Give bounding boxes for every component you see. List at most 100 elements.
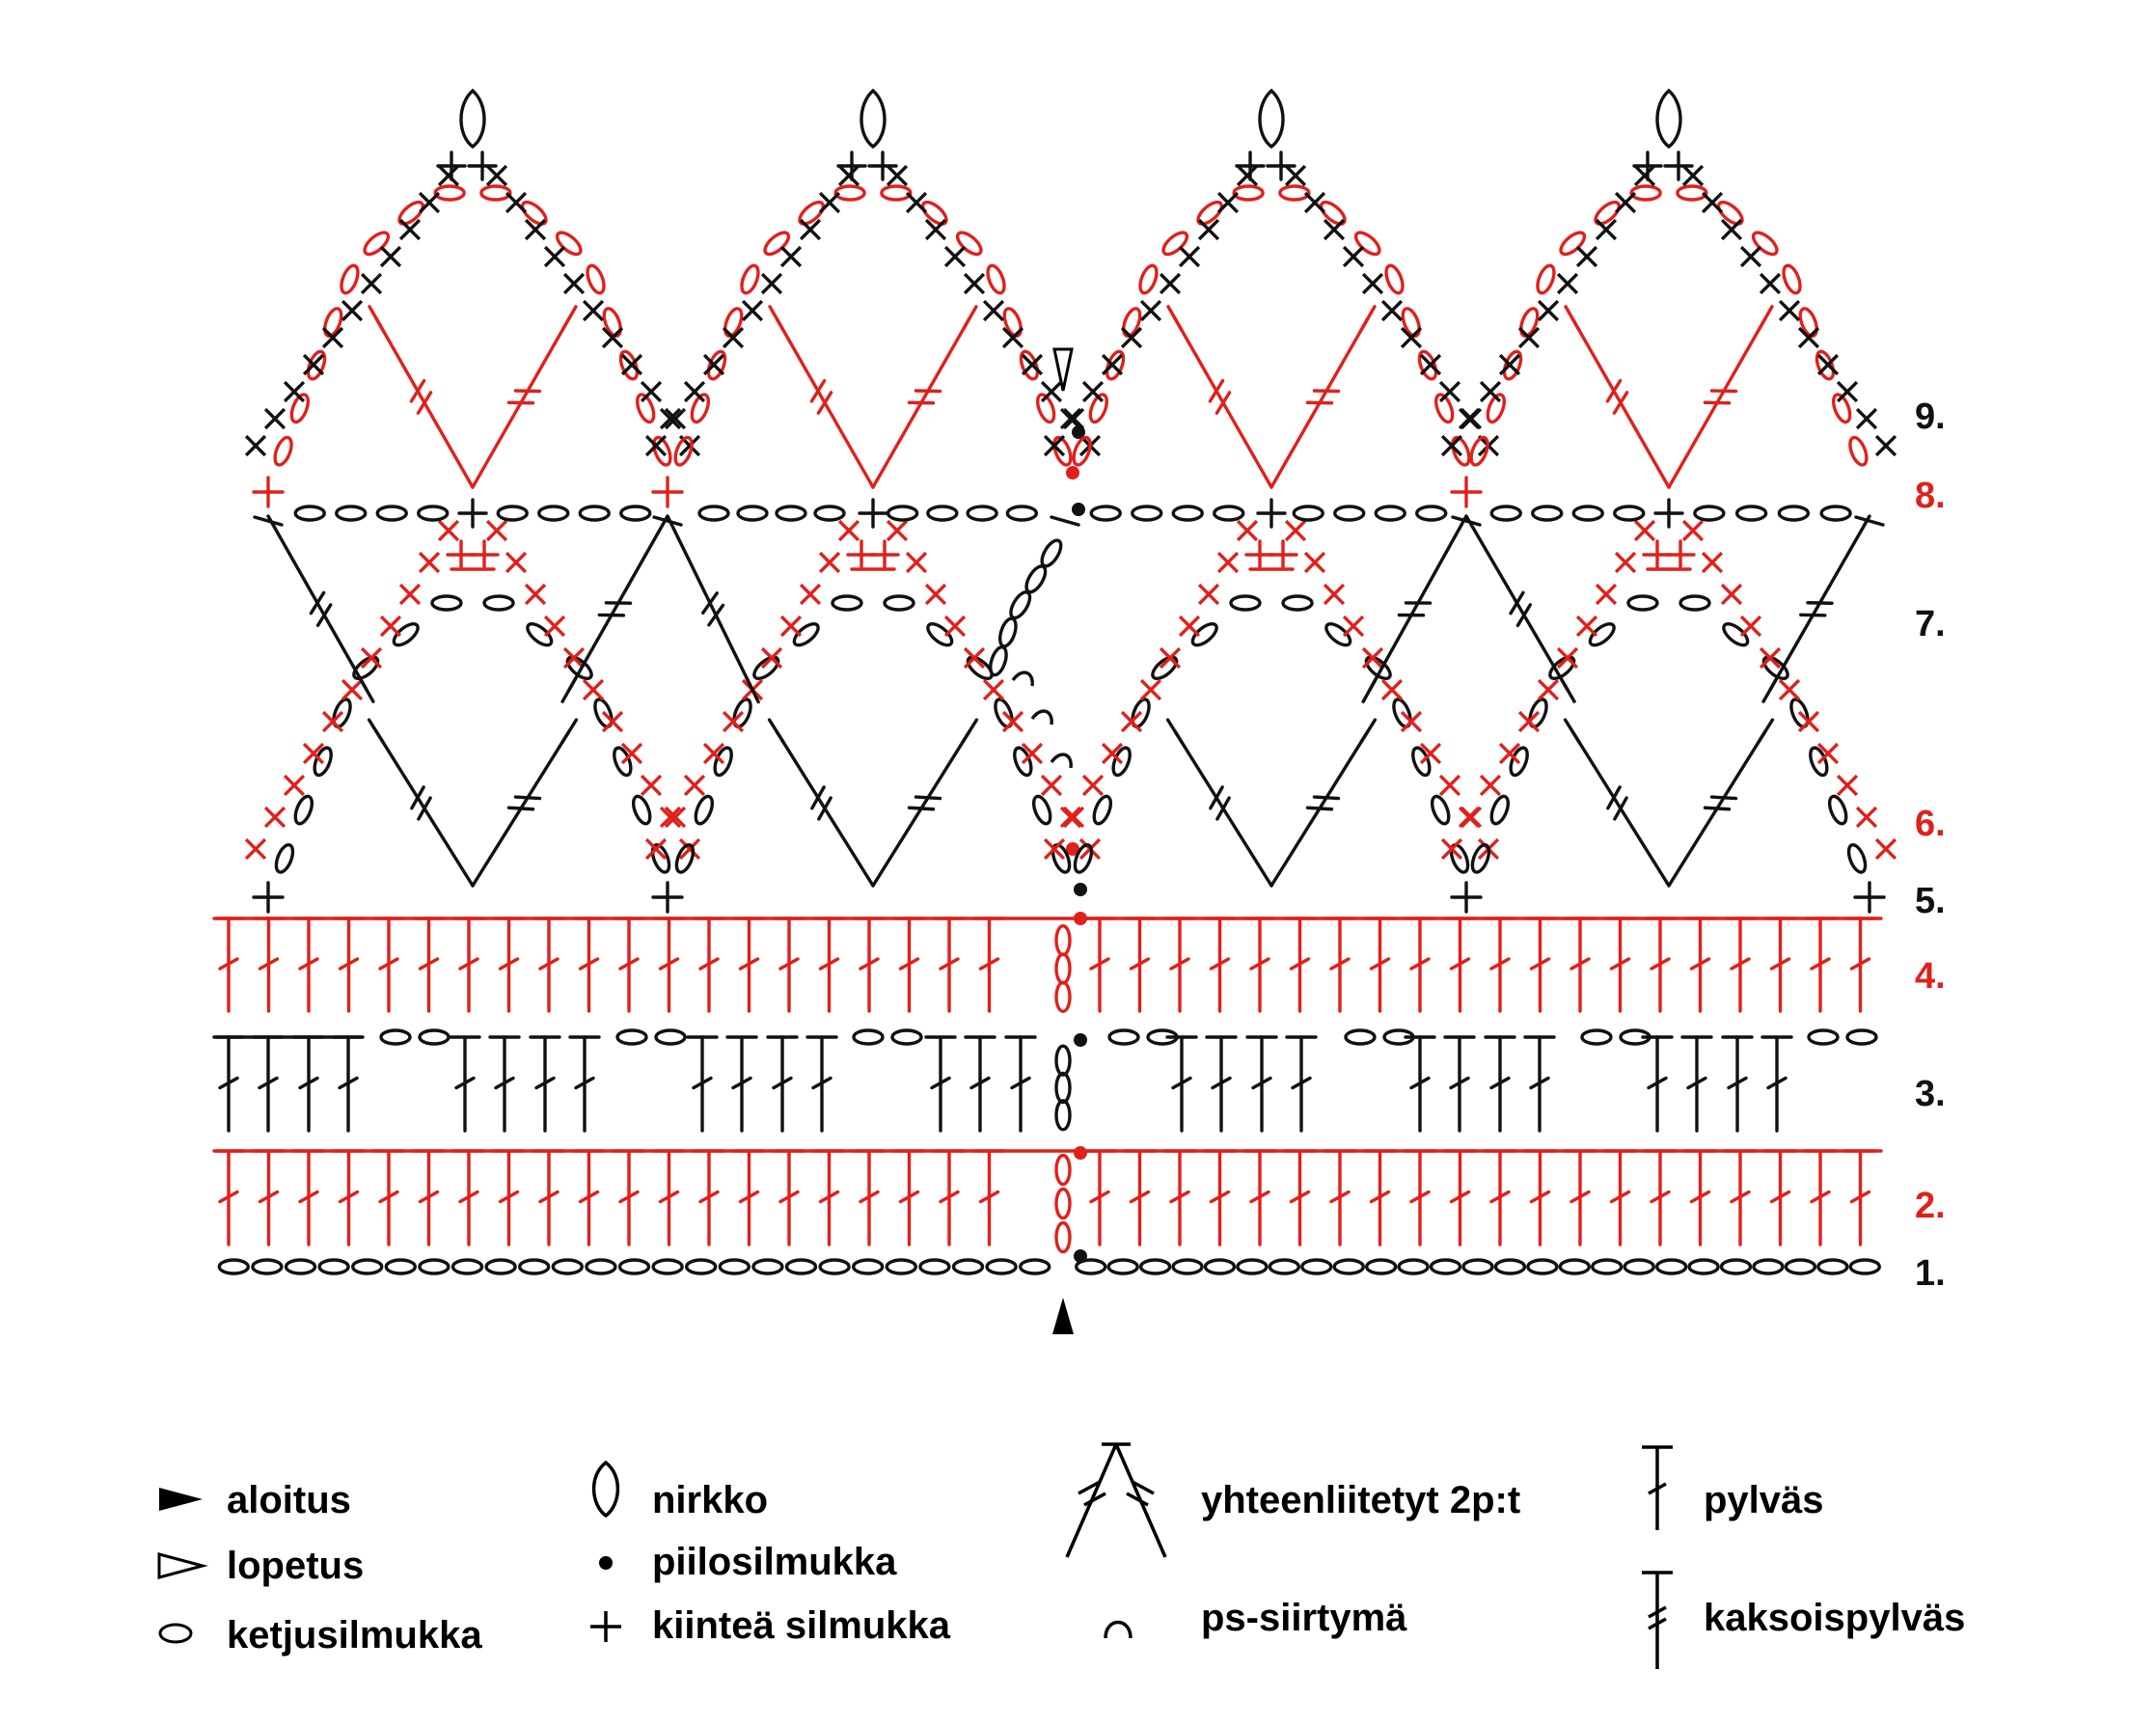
single-crochet — [379, 245, 402, 268]
single-crochet — [562, 646, 586, 670]
single-crochet-stroke — [283, 380, 306, 403]
chain-stitch — [613, 746, 633, 778]
row8-anchor — [652, 515, 683, 527]
double-crochet-bar — [1569, 957, 1591, 971]
chain-stitch — [518, 1258, 551, 1275]
single-crochet-stroke — [1062, 806, 1085, 829]
single-crochet-stroke — [302, 742, 325, 765]
chain-stitch — [484, 1258, 517, 1275]
single-crochet-stroke — [1797, 326, 1820, 349]
single-crochet — [1575, 245, 1598, 268]
double-crochet-bar — [1569, 1190, 1591, 1204]
single-crochet-stroke — [1595, 583, 1618, 606]
picot — [459, 88, 486, 150]
single-crochet-stroke — [1323, 218, 1346, 241]
single-crochet — [1874, 837, 1897, 861]
legend-label-yhteen: yhteenliitetyt 2p:t — [1201, 1479, 1520, 1521]
row-label-4: 4. — [1915, 956, 1946, 997]
double-crochet-bar — [418, 1190, 440, 1204]
single-crochet — [1400, 326, 1423, 349]
single-crochet — [1759, 272, 1782, 295]
single-crochet-stroke — [664, 407, 687, 430]
single-crochet — [1040, 774, 1063, 797]
single-crochet — [1537, 678, 1560, 701]
chain-stitch — [1278, 184, 1311, 202]
single-crochet-stroke — [1419, 353, 1442, 376]
chain-stitch — [1075, 1258, 1107, 1275]
single-crochet-stroke — [562, 646, 586, 670]
single-crochet — [982, 678, 1005, 701]
chain-stitch — [1232, 184, 1265, 202]
single-crochet-stroke — [1197, 583, 1220, 606]
chain-stitch — [926, 505, 959, 522]
chain-stitch — [1693, 505, 1726, 522]
double-crochet-bar — [1289, 957, 1311, 971]
double-crochet-bar — [978, 957, 1000, 971]
single-crochet — [1440, 837, 1463, 861]
chain-stitch — [674, 842, 696, 874]
chain-stitch — [293, 794, 314, 826]
single-crochet-stroke — [341, 678, 364, 701]
double-crochet-bar — [1489, 957, 1511, 971]
single-crochet-stroke — [398, 218, 422, 241]
single-crochet — [1236, 519, 1259, 542]
double-crochet-bar — [818, 1190, 840, 1204]
chain-stitch — [1268, 1258, 1301, 1275]
single-crochet — [702, 742, 725, 765]
chain-stitch — [352, 655, 380, 681]
single-crochet-stroke — [1460, 407, 1483, 430]
chain-stitch — [1054, 1044, 1072, 1077]
chain-stitch — [418, 1028, 450, 1046]
chain-stitch — [1024, 564, 1048, 594]
treble-bar — [1215, 796, 1231, 821]
single-crochet-stroke — [398, 583, 422, 606]
single-crochet-stroke — [1855, 806, 1878, 829]
legend-item-lopetus: lopetus — [157, 1545, 364, 1587]
single-crochet-stroke — [943, 245, 967, 268]
single-crochet-stroke — [543, 245, 566, 268]
single-crochet-stroke — [1681, 164, 1705, 187]
single-crochet-stroke — [485, 519, 508, 542]
chain-stitch — [1461, 1258, 1494, 1275]
treble-bar — [1612, 391, 1629, 415]
treble-top — [560, 676, 578, 703]
chain-stitch — [1009, 590, 1032, 620]
single-crochet-stroke — [360, 272, 383, 295]
single-crochet — [1284, 519, 1307, 542]
chain-stitch — [985, 1258, 1018, 1275]
single-crochet-stroke — [1595, 218, 1618, 241]
chain-stitch — [673, 435, 694, 467]
chain-stitch — [1782, 263, 1802, 295]
slip-stitch — [1074, 1249, 1087, 1263]
chain-stitch — [1594, 200, 1622, 226]
chain-stitch — [652, 435, 672, 467]
chain-stitch — [706, 349, 727, 381]
double-crochet-bar — [898, 957, 920, 971]
chain-stitch — [602, 307, 622, 338]
double-crochet-bar — [772, 1076, 793, 1090]
single-crochet-stroke — [1059, 407, 1082, 430]
single-crochet — [1556, 272, 1579, 295]
chain-stitch — [1146, 1028, 1179, 1046]
treble-bar — [1209, 785, 1224, 810]
chain-stitch — [890, 1028, 923, 1046]
single-crochet-stroke — [1081, 774, 1105, 797]
single-crochet-stroke — [818, 191, 841, 214]
chain-stitch — [274, 842, 295, 874]
single-crochet — [1197, 218, 1220, 241]
chain-stitch — [430, 594, 463, 612]
chain-stitch — [1417, 349, 1438, 381]
single-crochet — [321, 326, 344, 349]
chain-stitch — [1451, 435, 1471, 467]
single-crochet — [1614, 191, 1637, 214]
chain-stitch — [1489, 794, 1511, 826]
single-crochet-stroke — [924, 583, 947, 606]
single-crochet — [963, 646, 986, 670]
slip-stitch — [1074, 912, 1087, 925]
slip-stitch — [1066, 842, 1079, 856]
single-crochet — [1460, 407, 1483, 430]
single-crochet-stroke — [1517, 710, 1541, 733]
chain-stitch — [586, 263, 606, 295]
legend-label-nirkko: nirkko — [652, 1479, 768, 1521]
legend-item-ketjusilmukka: ketjusilmukka — [158, 1614, 482, 1657]
